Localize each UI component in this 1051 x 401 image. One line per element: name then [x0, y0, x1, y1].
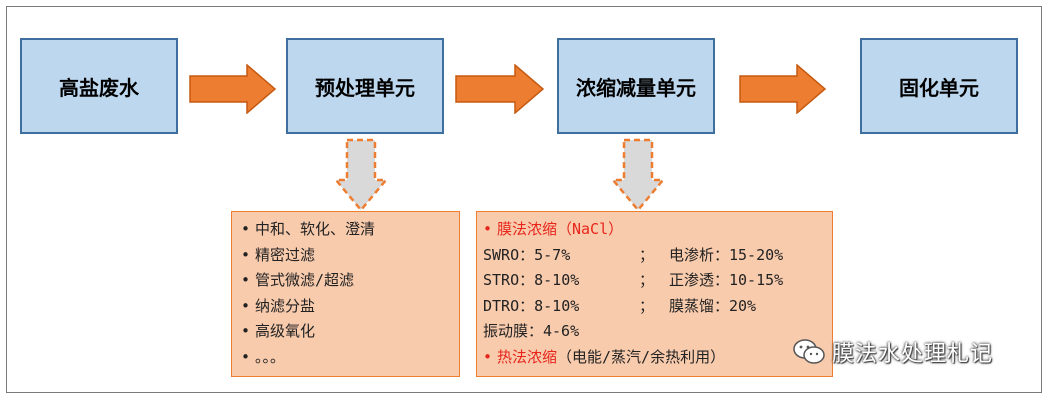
- step-solidification-unit: 固化单元: [860, 38, 1018, 134]
- step-label: 浓缩减量单元: [576, 75, 696, 100]
- step-concentration-unit: 浓缩减量单元: [557, 38, 715, 134]
- membrane-row: DTRO：8-10%；膜蒸馏：20%: [483, 296, 757, 315]
- watermark-text: 膜法水处理札记: [832, 342, 994, 367]
- list-item: •。。。: [241, 347, 286, 366]
- concentration-detail-box: •膜法浓缩（NaCl） SWRO：5-7%；电渗析：15-20% STRO：8-…: [476, 211, 833, 377]
- watermark: 膜法水处理札记: [792, 336, 993, 368]
- pretreatment-list: •中和、软化、澄清 •精密过滤 •管式微滤/超滤 •纳滤分盐 •高级氧化 •。。…: [241, 217, 459, 370]
- arrow-right-icon: [189, 64, 277, 114]
- wechat-icon: [793, 339, 825, 364]
- arrow-down-icon: [334, 138, 388, 212]
- step-label: 固化单元: [899, 75, 979, 100]
- list-item: •纳滤分盐: [241, 296, 316, 315]
- pretreatment-detail-box: •中和、软化、澄清 •精密过滤 •管式微滤/超滤 •纳滤分盐 •高级氧化 •。。…: [231, 211, 460, 377]
- list-item: •精密过滤: [241, 245, 316, 264]
- concentration-list: •膜法浓缩（NaCl） SWRO：5-7%；电渗析：15-20% STRO：8-…: [483, 217, 832, 370]
- membrane-row: SWRO：5-7%；电渗析：15-20%: [483, 245, 784, 264]
- list-item: •管式微滤/超滤: [241, 271, 355, 289]
- diagram-frame: [6, 6, 1042, 393]
- list-item: •高级氧化: [241, 322, 316, 340]
- list-item: •中和、软化、澄清: [241, 220, 376, 238]
- step-label: 高盐废水: [59, 75, 139, 100]
- thermal-title: •热法浓缩（电能/蒸汽/余热利用）: [483, 347, 726, 366]
- arrow-right-icon: [455, 64, 545, 114]
- vibration-row: 振动膜：4-6%: [483, 322, 580, 340]
- membrane-row: STRO：8-10%；正渗透：10-15%: [483, 271, 784, 289]
- membrane-title: •膜法浓缩（NaCl）: [483, 220, 624, 238]
- arrow-down-icon: [611, 138, 665, 212]
- step-label: 预处理单元: [315, 75, 415, 100]
- arrow-right-icon: [739, 64, 827, 114]
- step-pretreatment-unit: 预处理单元: [286, 38, 444, 134]
- step-high-salt-wastewater: 高盐废水: [20, 38, 178, 134]
